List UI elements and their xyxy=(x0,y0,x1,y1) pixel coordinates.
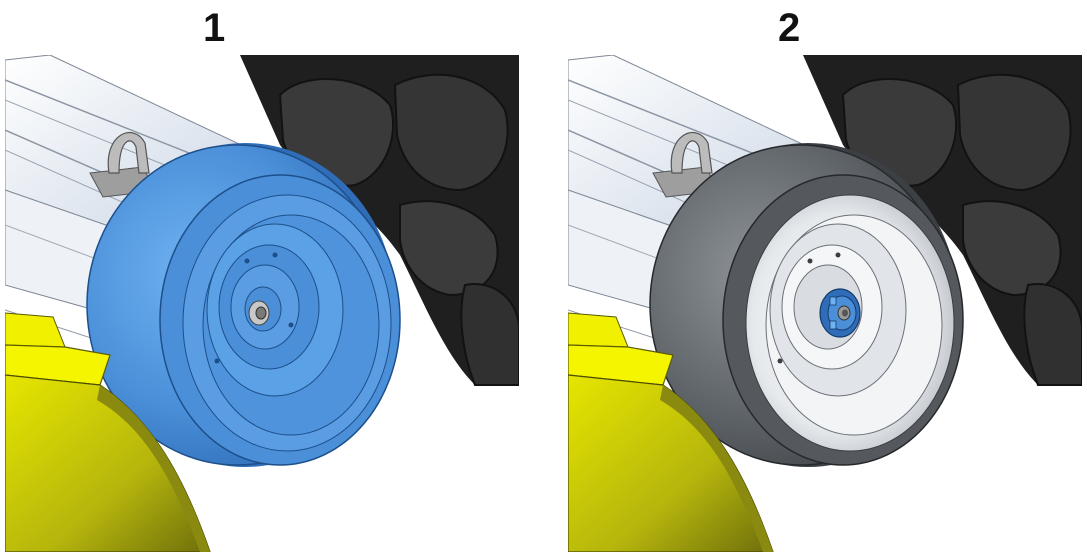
wheel-highlighted xyxy=(86,143,401,467)
hub-nut xyxy=(248,300,270,326)
step-2-label: 2 xyxy=(778,6,801,50)
yellow-bracket xyxy=(5,312,211,552)
hub-part-highlighted xyxy=(819,288,861,338)
step-1-drawing xyxy=(5,55,519,552)
step-2-illustration xyxy=(568,55,1082,552)
lifting-eye xyxy=(89,131,156,198)
drive-housing xyxy=(803,55,1082,386)
drive-housing xyxy=(240,55,519,386)
step-1-label: 1 xyxy=(203,6,226,50)
step-1-illustration xyxy=(5,55,519,552)
yellow-bracket xyxy=(568,312,774,552)
step-2-drawing xyxy=(568,55,1082,552)
